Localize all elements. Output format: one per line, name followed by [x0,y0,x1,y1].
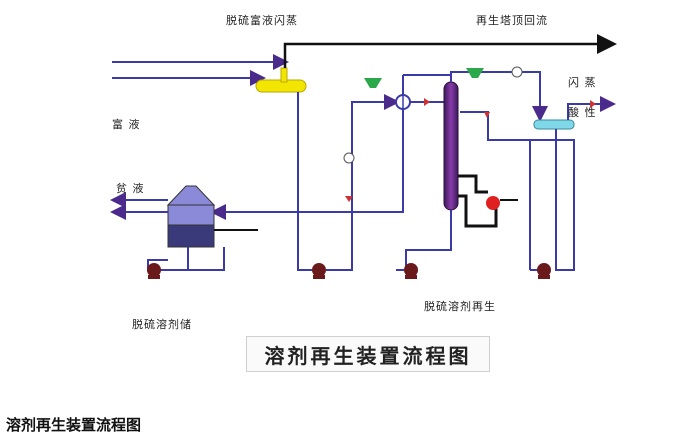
tower-bottom-line [405,210,452,270]
label-rich-liquid: 富 液 [112,118,141,131]
pump-4 [537,263,551,279]
rich-liquid-inlet-lines [112,54,289,86]
label-flash-rich-liquid: 脱硫富液闪蒸 [226,14,298,27]
reboiler-loop [458,174,498,228]
storage-tank [166,185,216,248]
valve-3 [590,100,596,108]
label-solvent-storage: 脱硫溶剂储 [132,318,192,331]
exchanger-to-tower-line [402,74,450,103]
valve-4 [484,112,490,118]
funnel-2 [466,68,484,78]
label-flash-steam: 闪 蒸 [568,76,597,89]
process-flow-diagram [110,34,617,279]
valve-1 [424,98,430,106]
rich-to-exchanger-line [326,94,400,271]
reboiler [486,196,500,210]
regenerator-tower [443,81,459,211]
label-acid-gas: 酸 性 [568,106,597,119]
label-solvent-regen: 脱硫溶剂再生 [424,300,496,313]
flow-meter-1 [343,152,355,164]
lean-liquid-outlets [110,192,168,220]
flow-meter-2 [511,66,523,78]
heat-exchanger [395,94,411,110]
funnel-1 [364,78,382,88]
lean-return-line [210,109,404,220]
diagram-title-box: 溶剂再生装置流程图 [246,336,490,372]
label-regen-reflux: 再生塔顶回流 [476,14,548,27]
pumps [147,263,551,279]
reflux-separator [533,119,575,130]
valve-2 [345,196,353,202]
flash-bottom-line [297,92,312,271]
pump-1 [147,263,161,279]
overhead-line [450,71,548,122]
flash-drum [255,67,307,93]
flash-gas-line [283,34,617,68]
pump-3 [404,263,418,279]
label-lean-liquid: 贫 液 [116,182,145,195]
figure-caption: 溶剂再生装置流程图 [6,416,142,434]
pump-2 [312,263,326,279]
